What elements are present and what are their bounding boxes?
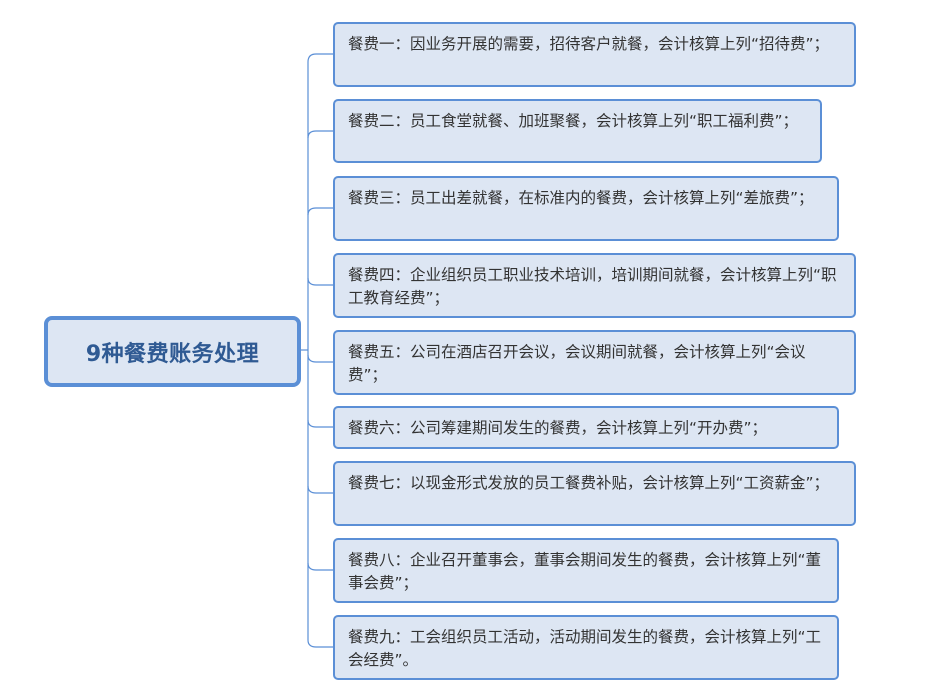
branch-topic-label: 餐费四：企业组织员工职业技术培训，培训期间就餐，会计核算上列“职工教育经费”； bbox=[348, 266, 837, 307]
branch-connector-5 bbox=[307, 354, 333, 363]
branch-topic-label: 餐费六：公司筹建期间发生的餐费，会计核算上列“开办费”； bbox=[348, 419, 768, 437]
branch-topic-9[interactable]: 餐费九：工会组织员工活动，活动期间发生的餐费，会计核算上列“工会经费”。 bbox=[333, 615, 839, 680]
branch-connector-8 bbox=[307, 562, 333, 571]
root-topic[interactable]: 9种餐费账务处理 bbox=[44, 316, 301, 387]
branch-connector-6 bbox=[307, 419, 333, 428]
branch-connector-7 bbox=[307, 485, 333, 494]
branch-topic-7[interactable]: 餐费七：以现金形式发放的员工餐费补贴，会计核算上列“工资薪金”； bbox=[333, 461, 856, 526]
branch-topic-label: 餐费二：员工食堂就餐、加班聚餐，会计核算上列“职工福利费”； bbox=[348, 112, 799, 130]
branch-topic-label: 餐费七：以现金形式发放的员工餐费补贴，会计核算上列“工资薪金”； bbox=[348, 474, 830, 492]
branch-connector-9 bbox=[307, 639, 333, 648]
branch-topic-label: 餐费三：员工出差就餐，在标准内的餐费，会计核算上列“差旅费”； bbox=[348, 189, 814, 207]
branch-topic-8[interactable]: 餐费八：企业召开董事会，董事会期间发生的餐费，会计核算上列“董事会费”； bbox=[333, 538, 839, 603]
branch-topic-3[interactable]: 餐费三：员工出差就餐，在标准内的餐费，会计核算上列“差旅费”； bbox=[333, 176, 839, 241]
branch-connector-1 bbox=[307, 53, 333, 63]
branch-topic-1[interactable]: 餐费一：因业务开展的需要，招待客户就餐，会计核算上列“招待费”； bbox=[333, 22, 856, 87]
root-topic-title: 9种餐费账务处理 bbox=[85, 341, 260, 367]
branch-topic-label: 餐费五：公司在酒店召开会议，会议期间就餐，会计核算上列“会议费”； bbox=[348, 343, 806, 384]
branch-topic-6[interactable]: 餐费六：公司筹建期间发生的餐费，会计核算上列“开办费”； bbox=[333, 406, 839, 449]
branch-connector-3 bbox=[307, 207, 333, 216]
branch-topic-4[interactable]: 餐费四：企业组织员工职业技术培训，培训期间就餐，会计核算上列“职工教育经费”； bbox=[333, 253, 856, 318]
branch-topic-2[interactable]: 餐费二：员工食堂就餐、加班聚餐，会计核算上列“职工福利费”； bbox=[333, 99, 822, 163]
branch-topic-label: 餐费九：工会组织员工活动，活动期间发生的餐费，会计核算上列“工会经费”。 bbox=[348, 628, 822, 669]
branch-connector-2 bbox=[307, 130, 333, 139]
branch-topic-label: 餐费八：企业召开董事会，董事会期间发生的餐费，会计核算上列“董事会费”； bbox=[348, 551, 822, 592]
branch-connector-4 bbox=[307, 277, 333, 286]
branch-topic-5[interactable]: 餐费五：公司在酒店召开会议，会议期间就餐，会计核算上列“会议费”； bbox=[333, 330, 856, 395]
branch-topic-label: 餐费一：因业务开展的需要，招待客户就餐，会计核算上列“招待费”； bbox=[348, 35, 830, 53]
